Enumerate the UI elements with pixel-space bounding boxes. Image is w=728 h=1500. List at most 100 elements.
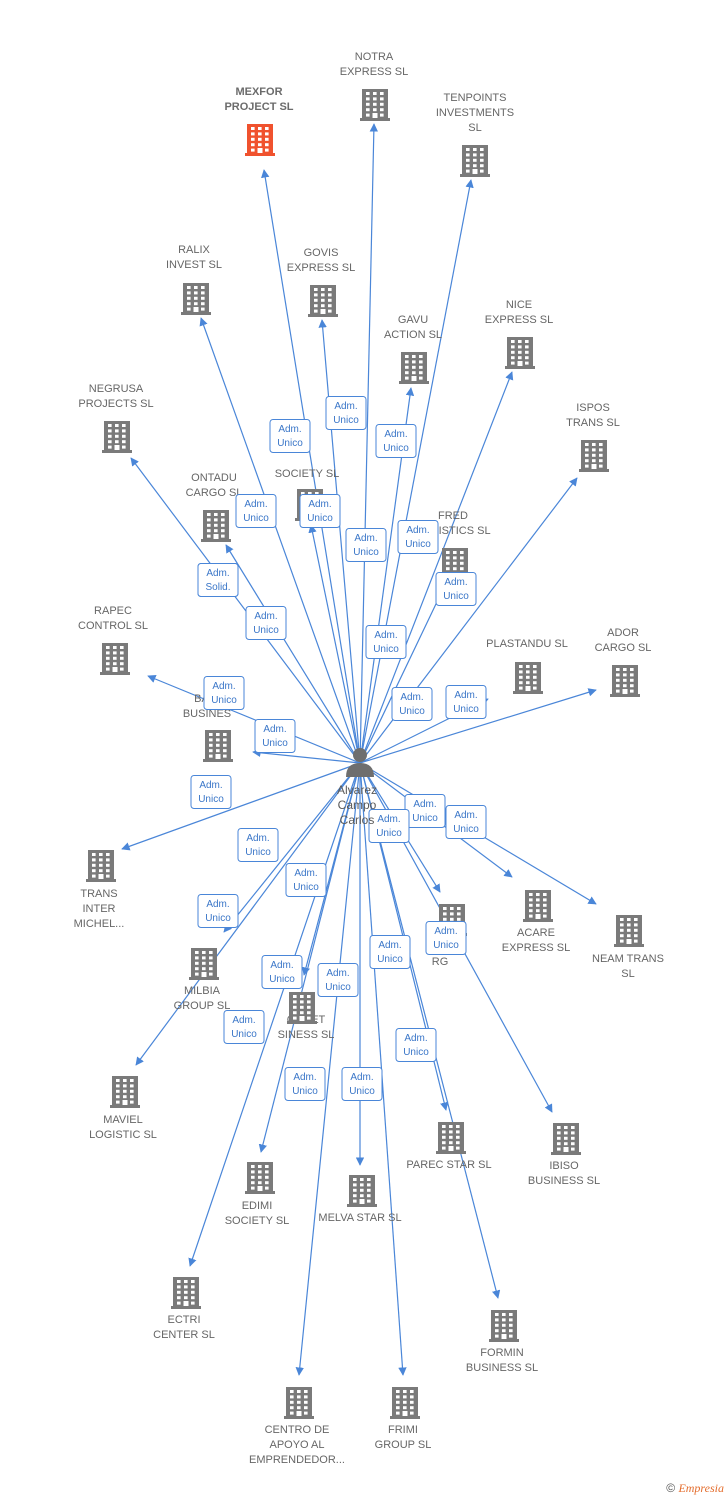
role-label-ontadu[interactable]: Adm.Solid. (197, 563, 239, 597)
role-label-ibiso[interactable]: Adm. Unico (425, 921, 467, 955)
role-label-guret[interactable]: Adm.Unico (285, 863, 327, 897)
role-text: Unico (383, 443, 409, 454)
role-label-fred[interactable]: Adm.Unico (365, 625, 407, 659)
role-text: Adm. (254, 611, 277, 622)
footer-brand[interactable]: © Empresia (666, 1481, 724, 1496)
edge-centro (295, 762, 361, 1376)
role-labels-layer: Adm.UnicoAdm.UnicoAdm.UnicoAdm.UnicoAdm.… (190, 396, 487, 1101)
building-icon (110, 1076, 140, 1108)
brand-name: Empresia (678, 1481, 724, 1495)
role-label-tenpoints[interactable]: Adm.Unico (375, 424, 417, 458)
role-text: Unico (412, 813, 438, 824)
role-label-society[interactable]: Adm.Unico (245, 606, 287, 640)
role-label-gavu[interactable]: Adm.Unico (345, 528, 387, 562)
role-label-neam[interactable]: Adm.Unico (445, 805, 487, 839)
role-label-ispos[interactable]: Adm.Unico (435, 572, 477, 606)
role-text: Unico (453, 704, 479, 715)
role-label-log[interactable]: Adm.Unico (368, 809, 410, 843)
role-label-nice[interactable]: Adm.Unico (397, 520, 439, 554)
role-text: Adm. (454, 690, 477, 701)
role-text: Unico (293, 882, 319, 893)
edge-ectri (188, 762, 361, 1267)
role-label-centro[interactable]: Adm.Unico (284, 1067, 326, 1101)
role-text: Adm. (434, 926, 457, 937)
role-label-parec[interactable]: Adm.Unico (369, 935, 411, 969)
role-label-plastandu[interactable]: Adm.Unico (391, 687, 433, 721)
company-name: MAVIEL (103, 1114, 143, 1126)
role-label-rapec[interactable]: Adm.Unico (203, 676, 245, 710)
building-icon (523, 890, 553, 922)
company-node-guret[interactable]: GURETSINESS SL (278, 992, 335, 1041)
edge-trans (121, 762, 361, 851)
role-text: Unico (403, 1047, 429, 1058)
role-text: Adm. (334, 401, 357, 412)
company-name: CONTROL SL (78, 620, 148, 632)
role-label-maviel[interactable]: Adm.Unico (197, 894, 239, 928)
role-label-acare[interactable]: Adm.Unico (404, 794, 446, 828)
role-label-ectri[interactable]: Adm.Unico (223, 1010, 265, 1044)
role-text: Adm. (400, 692, 423, 703)
role-text: Adm. (212, 681, 235, 692)
company-name: SINESS SL (278, 1029, 335, 1041)
role-label-notra[interactable]: Adm.Unico (325, 396, 367, 430)
company-name: GOVIS (304, 247, 339, 259)
role-text: Adm. (270, 960, 293, 971)
edge-nice (359, 371, 514, 764)
building-icon (189, 948, 219, 980)
role-label-trans[interactable]: Adm.Unico (190, 775, 232, 809)
building-icon (181, 283, 211, 315)
building-icon (551, 1123, 581, 1155)
role-label-govis[interactable]: Adm.Unico (299, 494, 341, 528)
role-label-frimi[interactable]: Adm.Unico (341, 1067, 383, 1101)
company-node-badi[interactable]: BADIBUSINES (183, 693, 233, 762)
role-text: Adm. (199, 780, 222, 791)
role-text: Unico (433, 940, 459, 951)
company-node-plastandu[interactable]: PLASTANDU SL (486, 638, 568, 694)
role-label-badi[interactable]: Adm.Unico (254, 719, 296, 753)
role-label-milbia[interactable]: Adm.Unico (237, 828, 279, 862)
company-name: TENPOINTS (444, 92, 507, 104)
company-node-parec[interactable]: PAREC STAR SL (406, 1122, 492, 1171)
role-label-mexfor[interactable]: Adm.Unico (269, 419, 311, 453)
role-label-melva[interactable]: Adm.Unico (317, 963, 359, 997)
building-icon (308, 285, 338, 317)
company-name: EXPRESS SL (340, 66, 408, 78)
edge-ontadu (225, 544, 361, 764)
company-name: INVESTMENTS (436, 107, 514, 119)
role-label-formin[interactable]: Adm.Unico (395, 1028, 437, 1062)
company-node-melva[interactable]: MELVA STAR SL (318, 1175, 402, 1224)
company-name: APOYO AL (269, 1439, 324, 1451)
role-label-ralix[interactable]: Adm.Unico (235, 494, 277, 528)
company-name: ISPOS (576, 402, 610, 414)
edge-mexfor (261, 169, 361, 764)
role-label-ador[interactable]: Adm. Unico (445, 685, 487, 719)
company-node-trans[interactable]: TRANSINTERMICHEL... (74, 850, 125, 930)
role-label-edimi[interactable]: Adm.Unico (261, 955, 303, 989)
company-name: RALIX (178, 244, 210, 256)
role-text: Adm. (206, 899, 229, 910)
